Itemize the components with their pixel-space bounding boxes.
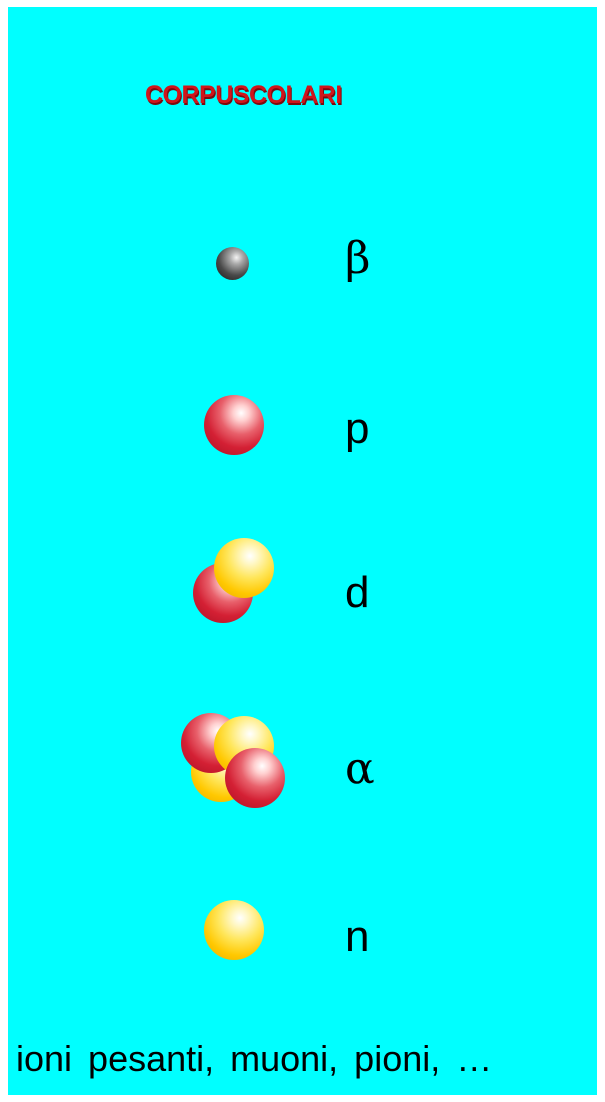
content-panel: CORPUSCOLARI β p d α n ioni pesanti, muo… bbox=[8, 7, 597, 1095]
neutron-sphere-icon bbox=[214, 538, 274, 598]
footer-text: ioni pesanti, muoni, pioni, … bbox=[16, 1038, 492, 1080]
proton-sphere-icon bbox=[204, 395, 264, 455]
page-title: CORPUSCOLARI bbox=[145, 81, 342, 110]
electron-sphere-icon bbox=[216, 247, 249, 280]
proton-symbol: p bbox=[345, 407, 369, 451]
deuteron-symbol: d bbox=[345, 571, 369, 615]
neutron-sphere-icon bbox=[204, 900, 264, 960]
proton-sphere-icon bbox=[225, 748, 285, 808]
alpha-symbol: α bbox=[345, 747, 375, 791]
neutron-symbol: n bbox=[345, 915, 369, 959]
beta-symbol: β bbox=[345, 237, 370, 281]
